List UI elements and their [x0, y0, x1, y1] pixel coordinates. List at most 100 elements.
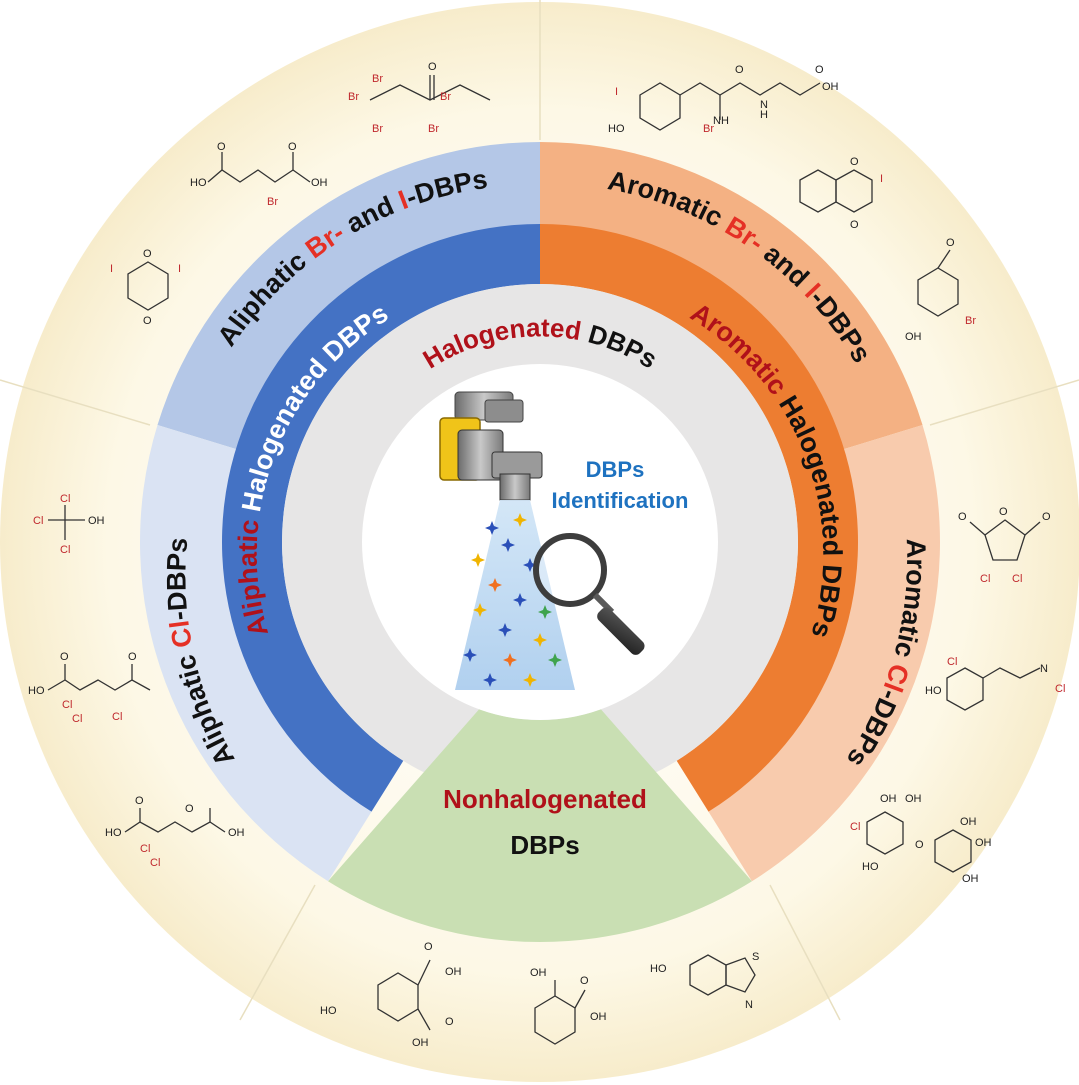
svg-text:S: S: [752, 951, 759, 963]
sparkle-icon: [513, 593, 527, 607]
sparkle-icon: [538, 605, 552, 619]
svg-text:HO: HO: [650, 963, 667, 975]
halo-divider-left: [0, 379, 151, 426]
svg-text:Br: Br: [348, 91, 359, 103]
svg-text:OH: OH: [311, 177, 328, 189]
svg-text:Br: Br: [372, 73, 383, 85]
svg-text:I: I: [110, 263, 113, 275]
svg-text:Cl: Cl: [72, 713, 82, 725]
molecule-right-naphthoquinone: O O I: [799, 156, 883, 231]
sparkle-icon: [485, 521, 499, 535]
molecule-left-trichloro-alcohol: Cl Cl Cl OH: [33, 493, 105, 556]
svg-text:I: I: [880, 173, 883, 185]
svg-text:I: I: [178, 263, 181, 275]
middle-ring: [221, 224, 858, 812]
molecule-bottom-benzothiazole: HO S N: [650, 951, 759, 1011]
molecule-left-bottom-acid: HO O Cl Cl O OH: [105, 795, 245, 869]
svg-text:O: O: [143, 315, 152, 327]
svg-text:O: O: [1042, 511, 1051, 523]
svg-text:Cl: Cl: [1012, 573, 1022, 585]
ll-red1: Cl: [164, 619, 198, 650]
svg-text:OH: OH: [960, 816, 977, 828]
svg-text:OH: OH: [822, 81, 839, 93]
ll-post: -DBPs: [161, 536, 194, 622]
mid-sector-aliphatic: [221, 224, 540, 812]
svg-text:Cl: Cl: [60, 544, 70, 556]
svg-text:O: O: [185, 803, 194, 815]
molecule-right-oxime: Cl HO N Cl: [925, 656, 1065, 711]
svg-text:O: O: [128, 651, 137, 663]
molecule-left-chloro-acid: HO O Cl Cl Cl O: [28, 651, 151, 725]
sparkle-icon: [473, 603, 487, 617]
dbps-identification-line2: Identification: [552, 488, 689, 513]
svg-text:O: O: [946, 237, 955, 249]
svg-text:NH: NH: [713, 115, 729, 127]
water-spray-icon: [455, 500, 575, 690]
svg-text:O: O: [445, 1016, 454, 1028]
svg-text:OH: OH: [590, 1011, 607, 1023]
mid-sector-aromatic: [540, 224, 858, 812]
svg-text:O: O: [958, 511, 967, 523]
svg-text:Br: Br: [965, 315, 976, 327]
molecule-right-bromo-aldehyde: O OH Br: [905, 237, 976, 343]
svg-text:OH: OH: [905, 793, 922, 805]
faucet-icon: [439, 391, 543, 501]
halo-divider-bottom-right: [769, 884, 841, 1021]
svg-text:Cl: Cl: [947, 656, 957, 668]
svg-text:HO: HO: [190, 177, 207, 189]
svg-text:O: O: [915, 839, 924, 851]
sparkle-icon: [463, 648, 477, 662]
molecule-right-furan: O O O Cl Cl: [958, 506, 1051, 585]
sparkle-icon: [523, 673, 537, 687]
svg-text:OH: OH: [962, 873, 979, 885]
svg-text:Cl: Cl: [112, 711, 122, 723]
svg-text:Cl: Cl: [33, 515, 43, 527]
svg-text:O: O: [580, 975, 589, 987]
svg-text:OH: OH: [412, 1037, 429, 1049]
svg-text:HO: HO: [320, 1005, 337, 1017]
svg-text:HO: HO: [608, 123, 625, 135]
svg-text:Br: Br: [428, 123, 439, 135]
svg-text:OH: OH: [975, 837, 992, 849]
magnifier-icon: [533, 533, 645, 655]
molecule-right-bottom-benzo: OH OH Cl OH O OH HO OH: [850, 793, 992, 885]
svg-text:HO: HO: [28, 685, 45, 697]
svg-text:Cl: Cl: [62, 699, 72, 711]
svg-text:O: O: [735, 64, 744, 76]
molecule-top-right-peptide: I HO Br NH O N H O OH: [608, 64, 839, 135]
molecule-left-quinone: O O I I: [110, 248, 181, 327]
svg-text:OH: OH: [880, 793, 897, 805]
svg-text:O: O: [143, 248, 152, 260]
svg-text:N: N: [745, 999, 753, 1011]
svg-text:O: O: [60, 651, 69, 663]
svg-text:O: O: [850, 219, 859, 231]
nonhalogenated-label: Nonhalogenated: [443, 784, 647, 814]
svg-text:Cl: Cl: [150, 857, 160, 869]
svg-text:O: O: [217, 141, 226, 153]
sparkle-icon: [498, 623, 512, 637]
svg-text:O: O: [850, 156, 859, 168]
molecule-top-center: O Br Br Br Br Br: [348, 61, 491, 135]
svg-text:HO: HO: [925, 685, 942, 697]
dbps-identification-line1: DBPs: [586, 457, 645, 482]
svg-text:Br: Br: [440, 91, 451, 103]
nonhalogenated-dbps-label: DBPs: [510, 830, 579, 860]
svg-text:O: O: [288, 141, 297, 153]
svg-text:H: H: [760, 109, 768, 121]
svg-text:Br: Br: [372, 123, 383, 135]
sparkle-icon: [501, 538, 515, 552]
svg-text:OH: OH: [905, 331, 922, 343]
svg-text:O: O: [428, 61, 437, 73]
sparkle-icon: [513, 513, 527, 527]
svg-text:Cl: Cl: [1055, 683, 1065, 695]
sparkle-icon: [488, 578, 502, 592]
svg-text:Br: Br: [703, 123, 714, 135]
sparkle-icon: [483, 673, 497, 687]
svg-text:O: O: [999, 506, 1008, 518]
svg-text:OH: OH: [530, 967, 547, 979]
svg-text:N: N: [760, 99, 768, 111]
svg-text:Cl: Cl: [140, 843, 150, 855]
svg-text:Cl: Cl: [60, 493, 70, 505]
svg-text:Br: Br: [267, 196, 278, 208]
